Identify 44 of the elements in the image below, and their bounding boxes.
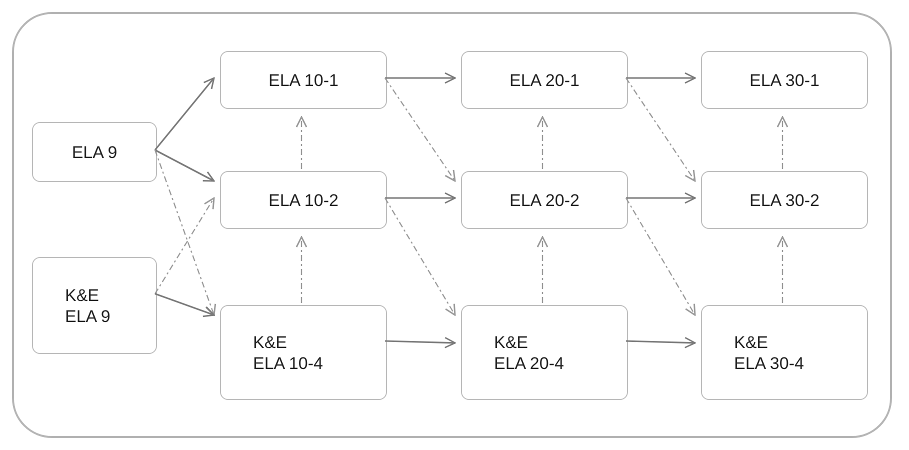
arrow bbox=[625, 198, 696, 316]
arrow bbox=[385, 72, 456, 84]
box-label: K&E ELA 20-4 bbox=[494, 332, 564, 374]
arrow bbox=[384, 78, 456, 182]
course-box bbox=[461, 171, 628, 229]
box-label: K&E ELA 30-4 bbox=[734, 332, 804, 374]
box-label: ELA 30-2 bbox=[750, 190, 820, 210]
course-box bbox=[32, 122, 157, 182]
container-box bbox=[12, 12, 892, 438]
arrow bbox=[626, 78, 696, 182]
arrow bbox=[154, 197, 215, 294]
arrow bbox=[385, 192, 456, 204]
box-label: K&E ELA 9 bbox=[65, 284, 110, 326]
course-box bbox=[32, 257, 157, 354]
box-label: ELA 20-1 bbox=[510, 70, 580, 90]
arrow bbox=[154, 77, 215, 150]
arrow bbox=[154, 149, 215, 182]
course-box bbox=[220, 171, 387, 229]
box-label: K&E ELA 10-4 bbox=[253, 332, 323, 374]
box-label: ELA 9 bbox=[72, 142, 118, 162]
arrow bbox=[154, 293, 215, 318]
arrow bbox=[296, 236, 308, 303]
arrow bbox=[296, 116, 308, 169]
arrow bbox=[384, 336, 456, 348]
arrow bbox=[626, 336, 696, 348]
course-box bbox=[701, 171, 868, 229]
course-box bbox=[461, 51, 628, 109]
arrow bbox=[626, 192, 696, 204]
arrow bbox=[776, 236, 788, 303]
box-label: ELA 30-1 bbox=[750, 70, 820, 90]
box-label: ELA 10-2 bbox=[268, 190, 338, 210]
arrow bbox=[776, 116, 788, 169]
arrow bbox=[536, 116, 548, 169]
course-box bbox=[220, 51, 387, 109]
course-box bbox=[701, 51, 868, 109]
course-box bbox=[461, 305, 628, 400]
arrow bbox=[626, 72, 696, 84]
course-box bbox=[220, 305, 387, 400]
arrow bbox=[536, 236, 548, 303]
box-label: ELA 10-1 bbox=[268, 70, 338, 90]
course-box bbox=[701, 305, 868, 400]
arrow bbox=[384, 198, 456, 316]
arrow bbox=[154, 150, 216, 316]
box-label: ELA 20-2 bbox=[510, 190, 580, 210]
